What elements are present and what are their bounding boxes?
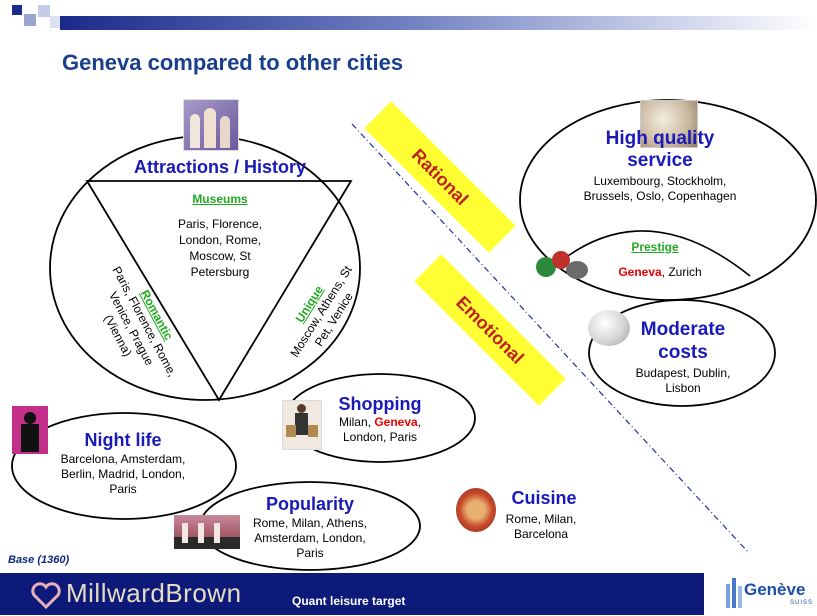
museums-label: Museums bbox=[192, 192, 248, 206]
cuisine-cities: Rome, Milan, Barcelona bbox=[505, 512, 577, 541]
geneve-logo-text: Genève bbox=[744, 580, 806, 599]
popularity-picture bbox=[174, 515, 240, 549]
header-gradient-bar bbox=[60, 16, 817, 30]
geneve-logo: Genève SUISS bbox=[704, 570, 817, 615]
shopping-cities: Milan, Geneva, London, Paris bbox=[338, 415, 422, 444]
header-bar bbox=[0, 0, 817, 30]
high-quality-cities: Luxembourg, Stockholm, Brussels, Oslo, C… bbox=[583, 174, 737, 203]
footer-subtitle: Quant leisure target bbox=[292, 594, 406, 608]
nightlife-ellipse bbox=[11, 412, 237, 520]
moderate-costs-cities: Budapest, Dublin, Lisbon bbox=[635, 366, 731, 395]
nightlife-heading: Night life bbox=[84, 430, 162, 450]
nightlife-picture bbox=[12, 406, 48, 454]
footer-bar: MillwardBrown Quant leisure target bbox=[0, 573, 817, 615]
prestige-cities: Geneva, Zurich bbox=[600, 265, 720, 279]
museums-cities: Paris, Florence, London, Rome, Moscow, S… bbox=[177, 217, 263, 279]
cuisine-heading: Cuisine bbox=[511, 488, 577, 508]
shopping-picture bbox=[282, 400, 322, 450]
popularity-heading: Popularity bbox=[265, 494, 354, 514]
attractions-heading: Attractions / History bbox=[133, 157, 307, 177]
prestige-label: Prestige bbox=[631, 240, 679, 254]
page-title: Geneva compared to other cities bbox=[62, 50, 404, 75]
prestige-arc bbox=[547, 230, 751, 277]
prestige-picture bbox=[532, 249, 592, 285]
cuisine-picture bbox=[456, 488, 496, 532]
prestige-geneva: Geneva bbox=[618, 265, 662, 279]
high-quality-picture bbox=[640, 100, 698, 148]
attractions-triangle bbox=[85, 180, 353, 402]
base-note: Base (1360) bbox=[8, 554, 70, 566]
moderate-costs-ellipse bbox=[588, 299, 776, 407]
shopping-geneva: Geneva bbox=[374, 415, 418, 429]
header-squares bbox=[0, 0, 70, 30]
prestige-rest: , Zurich bbox=[661, 265, 702, 279]
heart-logo-icon bbox=[30, 579, 62, 611]
popularity-cities: Rome, Milan, Athens, Amsterdam, London, … bbox=[252, 516, 368, 560]
geneve-logo-sub: SUISS bbox=[790, 600, 814, 606]
footer-brand: MillwardBrown bbox=[66, 578, 242, 608]
attractions-picture bbox=[183, 99, 239, 151]
divider-line bbox=[351, 123, 749, 553]
shopping-heading: Shopping bbox=[338, 394, 422, 414]
moderate-costs-picture bbox=[588, 310, 630, 346]
moderate-costs-heading: Moderate costs bbox=[640, 319, 726, 363]
nightlife-cities: Barcelona, Amsterdam, Berlin, Madrid, Lo… bbox=[60, 452, 186, 496]
high-quality-heading: High quality service bbox=[605, 128, 715, 171]
